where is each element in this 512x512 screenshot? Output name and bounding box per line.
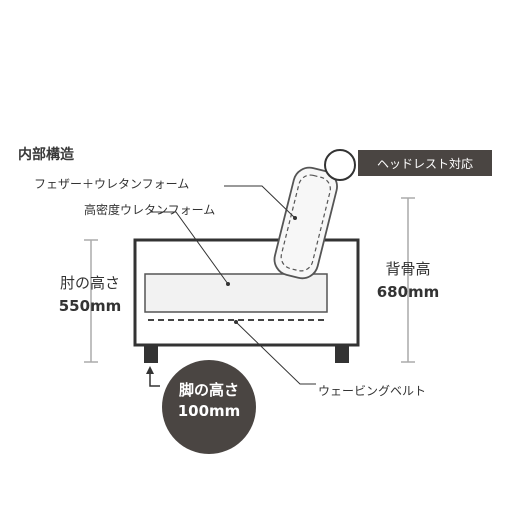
arm-height-value: 550mm — [58, 297, 122, 315]
headrest-tag: ヘッドレスト対応 — [358, 150, 492, 176]
leg-height-label: 脚の高さ — [178, 381, 239, 399]
high-density-foam-label: 高密度ウレタンフォーム — [84, 203, 216, 217]
back-cushion — [273, 166, 338, 280]
back-height-label: 背骨高 — [385, 260, 431, 278]
back-leg — [335, 345, 349, 363]
belt-leader — [235, 321, 316, 385]
feather-leader — [224, 185, 296, 219]
leg-height-badge — [162, 360, 256, 454]
arm-height-label: 肘の高さ — [59, 274, 120, 292]
diagram-title: 内部構造 — [18, 147, 74, 163]
headrest-zoom-circle — [324, 149, 356, 181]
back-height-value: 680mm — [376, 283, 440, 301]
webbing-belt-label: ウェービングベルト — [318, 384, 427, 398]
seat-cushion — [144, 273, 328, 313]
front-leg — [144, 345, 158, 363]
leg-height-value: 100mm — [177, 402, 241, 420]
leg-height-bracket — [149, 372, 160, 387]
feather-urethane-label: フェザー＋ウレタンフォーム — [34, 177, 190, 191]
foam-leader — [150, 211, 229, 285]
